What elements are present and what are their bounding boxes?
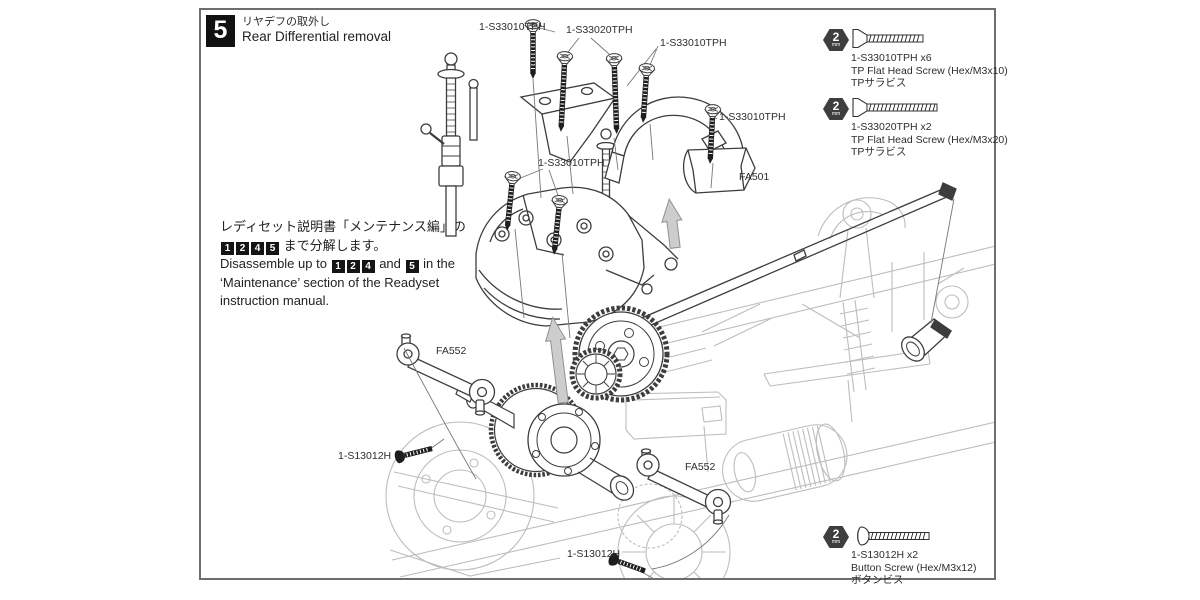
step-ref-badge: 4 — [251, 241, 264, 255]
hex-size: 2 — [832, 30, 840, 44]
screw-s13012h — [394, 442, 433, 464]
step-ref-badge: 1 — [221, 241, 234, 255]
callout-part-number: 1-S33010TPH x6 — [851, 52, 932, 64]
mount-plate — [519, 82, 617, 163]
part-label: 1-S33020TPH — [566, 24, 633, 36]
exploded-diagram — [385, 10, 994, 578]
hex-size: 2 — [832, 99, 840, 113]
instruction-line-en2: ‘Maintenance’ section of the Readyset — [220, 274, 440, 290]
callout-description-jp: TPサラビス — [851, 146, 907, 158]
callout-description: Button Screw (Hex/M3x12) — [851, 561, 977, 574]
part-label: 1-S33010TPH — [479, 21, 546, 33]
step-title-en: Rear Differential removal — [242, 29, 392, 44]
hex-unit: mm — [831, 42, 841, 48]
step-ref-badge: 2 — [236, 241, 249, 255]
hex-driver-badge: 2 mm — [823, 526, 849, 548]
part-label: FA552 — [436, 345, 467, 357]
up-arrow-icon — [661, 197, 683, 249]
callout-description: TP Flat Head Screw (Hex/M3x20) — [851, 133, 1008, 146]
bevel-pinion-gear — [569, 347, 623, 401]
instruction-jp-suffix: まで分解します。 — [283, 237, 387, 253]
removal-arrows — [544, 197, 683, 404]
hex-unit: mm — [831, 111, 841, 117]
gearbox-case — [475, 186, 679, 327]
part-label: 1-S33010TPH — [660, 37, 727, 49]
instruction-line-jp1: レディセット説明書「メンテナンス編」の — [220, 219, 466, 234]
step-ref-badge: 4 — [361, 260, 375, 273]
instruction-en-and: and — [379, 256, 401, 271]
callout-description-jp: ボタンビス — [851, 574, 904, 586]
instruction-en-suffix: in the — [423, 256, 455, 271]
callout-description-jp: TPサラビス — [851, 77, 907, 89]
part-label: 1-S33010TPH — [719, 111, 786, 123]
flat-head-screw-icon — [852, 28, 924, 49]
step-title-jp: リヤデフの取外し — [242, 16, 330, 28]
flat-head-screw-icon — [852, 97, 938, 118]
callout-part-number: 1-S13012H x2 — [851, 549, 919, 561]
part-label: FA501 — [739, 171, 770, 183]
callout-part-number: 1-S33020TPH x2 — [851, 121, 932, 133]
page-frame: 5 リヤデフの取外し Rear Differential removal レディ… — [199, 8, 1008, 586]
differential-unit — [455, 382, 635, 501]
step-ref-badge: 5 — [405, 260, 419, 273]
center-drive-shaft — [605, 182, 957, 342]
part-label: FA552 — [685, 461, 716, 473]
shock-posts — [420, 52, 616, 237]
part-label: 1-S13012H — [567, 548, 621, 560]
step-ref-badge: 1 — [331, 260, 345, 273]
hex-driver-badge: 2 mm — [823, 29, 849, 51]
step-ref-badge: 5 — [266, 241, 279, 255]
background-chassis — [385, 197, 994, 578]
step-ref-badge: 2 — [346, 260, 360, 273]
hex-driver-badge: 2 mm — [823, 98, 849, 120]
step-header: 5 リヤデフの取外し Rear Differential removal — [206, 15, 391, 47]
step-number-badge: 5 — [206, 15, 235, 47]
dogbone-shaft-fa552-lower — [636, 448, 732, 525]
up-arrow-icon — [544, 316, 569, 404]
hex-size: 2 — [832, 527, 840, 541]
motor — [722, 423, 848, 502]
part-label: 1-S13012H — [338, 450, 392, 462]
part-label: 1-S33010TPH — [538, 157, 605, 169]
step-titles: リヤデフの取外し Rear Differential removal — [242, 15, 391, 47]
instruction-en-prefix: Disassemble up to — [220, 256, 327, 271]
hex-unit: mm — [831, 539, 841, 545]
dogbone-shaft-fa552-upper — [396, 333, 496, 416]
callout-description: TP Flat Head Screw (Hex/M3x10) — [851, 64, 1008, 77]
button-screw-icon — [857, 526, 930, 546]
instruction-line-en3: instruction manual. — [220, 293, 330, 308]
shaft-coupler-cup — [901, 318, 953, 362]
